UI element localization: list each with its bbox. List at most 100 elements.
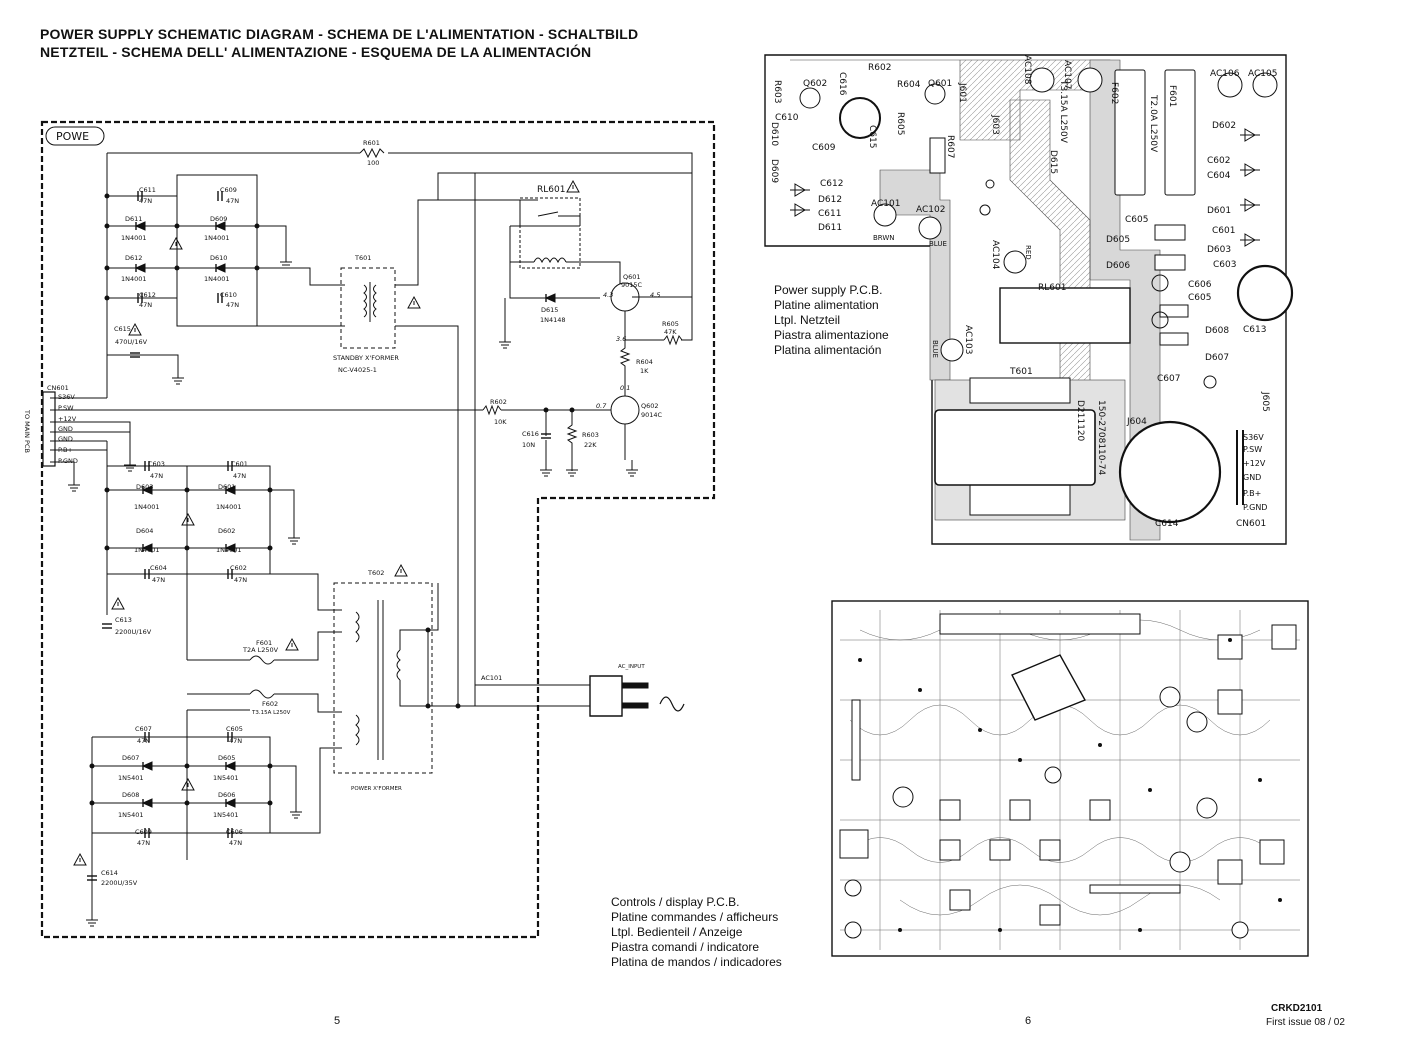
svg-text:R602: R602 (868, 63, 891, 73)
svg-text:C606: C606 (1188, 280, 1212, 290)
d609-ref: D609 (210, 215, 227, 223)
svg-text:J601: J601 (957, 82, 967, 103)
r601-ref: R601 (363, 139, 380, 147)
psu-caption-es: Platina alimentación (774, 343, 882, 357)
c603-val: 47N (150, 472, 163, 480)
svg-text:F602: F602 (1109, 82, 1119, 104)
c601-val: 47N (233, 472, 246, 480)
r603-ref: R603 (582, 431, 599, 439)
d605-ref: D605 (218, 754, 235, 762)
r603-val: 22K (584, 441, 597, 449)
svg-text:AC106: AC106 (1210, 69, 1240, 79)
title-line-2: NETZTEIL - SCHEMA DELL' ALIMENTAZIONE - … (40, 44, 592, 60)
d604-ref: D604 (136, 527, 153, 535)
r602-val: 10K (494, 418, 507, 426)
svg-text:C607: C607 (1157, 374, 1180, 384)
block-label: POWE (56, 130, 89, 143)
c612-ref: C612 (139, 291, 156, 299)
svg-text:AC108: AC108 (1022, 55, 1032, 85)
block-label-frame (45, 126, 105, 146)
psu-caption-de: Ltpl. Netzteil (774, 313, 841, 327)
pin-pgnd: P.GND (58, 457, 78, 465)
page-number-left: 5 (334, 1015, 341, 1027)
d609-val: 1N4001 (204, 234, 230, 242)
controls-pcb-caption: Controls / display P.C.B. Platine comman… (611, 895, 782, 970)
voltage-q601-base: 4.3 (603, 291, 613, 299)
c611-val: 47N (139, 197, 152, 205)
q602-ref: Q602 (641, 402, 659, 410)
d608-ref: D608 (122, 791, 139, 799)
c610-val: 47N (226, 301, 239, 309)
pin-s36v: S36V (58, 393, 75, 401)
c614-ref: C614 (101, 869, 118, 877)
c614-val: 2200U/35V (101, 879, 138, 887)
c601-ref: C601 (231, 460, 248, 468)
svg-text:AC102: AC102 (916, 205, 945, 215)
ctrl-caption-de: Ltpl. Bedienteil / Anzeige (611, 925, 743, 939)
svg-text:C601: C601 (1212, 226, 1235, 236)
d612-val: 1N4001 (121, 275, 147, 283)
svg-text:D603: D603 (1207, 245, 1231, 255)
svg-text:D609: D609 (769, 159, 779, 183)
svg-text:D615: D615 (1048, 150, 1058, 174)
voltage-q601-emitter: 4.5 (650, 291, 660, 299)
t602-name: POWER X'FORMER (351, 786, 402, 792)
r602-ref: R602 (490, 398, 507, 406)
cn601-ref: CN601 (47, 384, 69, 392)
svg-text:F601: F601 (1167, 85, 1177, 107)
svg-text:P.B+: P.B+ (1243, 489, 1261, 498)
svg-text:D611: D611 (818, 223, 842, 233)
c602-val: 47N (234, 576, 247, 584)
document-id: CRKD2101 (1271, 1003, 1323, 1014)
c607-ref: C607 (135, 725, 152, 733)
svg-text:RED: RED (1024, 245, 1032, 260)
psu-pcb-labels: R602 Q602 C616 R603 Q601 R604 J601 AC108… (769, 55, 1277, 529)
psu-pcb-caption: Power supply P.C.B. Platine alimentation… (774, 283, 889, 358)
pin-gnd-2: GND (58, 435, 73, 443)
svg-text:BLUE: BLUE (931, 340, 939, 358)
d604-val: 1N4001 (134, 546, 160, 554)
svg-text:C604: C604 (1207, 171, 1231, 181)
svg-text:P.SW: P.SW (1243, 445, 1262, 454)
cn601-side: TO MAIN PCB (23, 409, 31, 453)
svg-text:Q601: Q601 (928, 79, 952, 89)
rl601-ref: RL601 (537, 185, 565, 195)
svg-text:BRWN: BRWN (873, 234, 895, 242)
title-line-1: POWER SUPPLY SCHEMATIC DIAGRAM - SCHEMA … (40, 26, 639, 42)
r605-val: 47K (664, 328, 677, 336)
psu-caption-en: Power supply P.C.B. (774, 283, 883, 297)
psu-caption-fr: Platine alimentation (774, 298, 879, 312)
svg-text:GND: GND (1243, 473, 1261, 482)
c606-ref: C606 (226, 828, 243, 836)
psu-pcb: R602 Q602 C616 R603 Q601 R604 J601 AC108… (764, 54, 1294, 545)
svg-text:C603: C603 (1213, 260, 1236, 270)
ac-input-label: AC_INPUT (618, 664, 645, 670)
voltage-q602-base: 0.7 (596, 402, 607, 410)
c611-ref: C611 (139, 186, 156, 194)
schematic (40, 120, 716, 939)
svg-text:D612: D612 (818, 195, 842, 205)
svg-text:BLUE: BLUE (929, 240, 947, 248)
svg-text:AC103: AC103 (963, 325, 973, 354)
r604-val: 1K (640, 367, 649, 375)
c609-val: 47N (226, 197, 239, 205)
d612-ref: D612 (125, 254, 142, 262)
svg-text:D608: D608 (1205, 326, 1229, 336)
svg-text:C605: C605 (1125, 215, 1148, 225)
d611-val: 1N4001 (121, 234, 147, 242)
c607-val: 47N (137, 737, 150, 745)
d602-val: 1N4001 (216, 546, 242, 554)
c613-val: 2200U/16V (115, 628, 152, 636)
ac101-ref: AC101 (481, 674, 502, 682)
q601-ref: Q601 (623, 273, 641, 281)
svg-text:T2.0A L250V: T2.0A L250V (1148, 94, 1158, 153)
d608-val: 1N5401 (118, 811, 144, 819)
svg-text:D606: D606 (1106, 261, 1130, 271)
svg-text:150-2708110-74: 150-2708110-74 (1096, 400, 1106, 475)
pin-12v: +12V (58, 415, 77, 423)
svg-text:AC105: AC105 (1248, 69, 1277, 79)
d606-val: 1N5401 (213, 811, 239, 819)
c604-val: 47N (152, 576, 165, 584)
svg-text:AC104: AC104 (990, 240, 1000, 270)
svg-text:P.GND: P.GND (1243, 503, 1267, 512)
